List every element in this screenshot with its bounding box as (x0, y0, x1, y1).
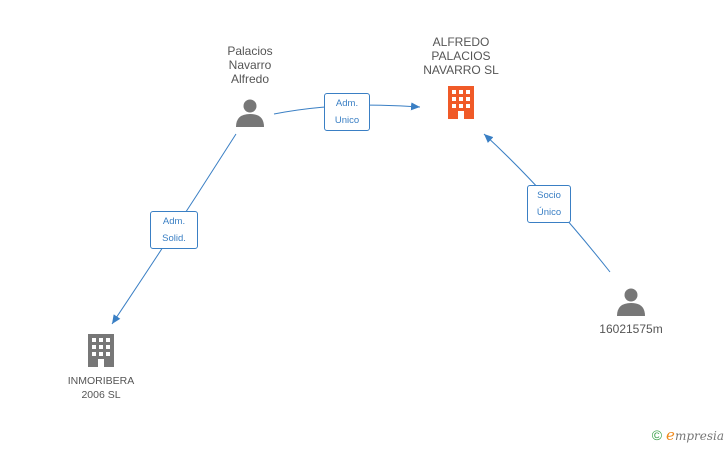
brand-watermark: ©empresia (651, 426, 724, 444)
person-icon[interactable] (617, 288, 645, 317)
node-label-alfredo-palacios-navarro-sl[interactable]: ALFREDO PALACIOS NAVARRO SL (423, 35, 499, 77)
edge-label-adm-solid[interactable]: Adm. Solid. (150, 211, 198, 249)
building-icon[interactable] (88, 334, 114, 367)
person-icon[interactable] (236, 99, 264, 128)
copyright-icon: © (651, 427, 663, 443)
node-label-16021575m[interactable]: 16021575m (599, 322, 663, 336)
empresia-logo: e (666, 426, 675, 444)
building-icon[interactable] (448, 86, 474, 119)
edge-label-adm-unico[interactable]: Adm. Unico (324, 93, 370, 131)
node-label-palacios-navarro-alfredo[interactable]: Palacios Navarro Alfredo (227, 44, 273, 86)
node-label-inmoribera-2006-sl[interactable]: INMORIBERA 2006 SL (67, 375, 135, 401)
edge-label-socio-unico[interactable]: Socio Único (527, 185, 571, 223)
